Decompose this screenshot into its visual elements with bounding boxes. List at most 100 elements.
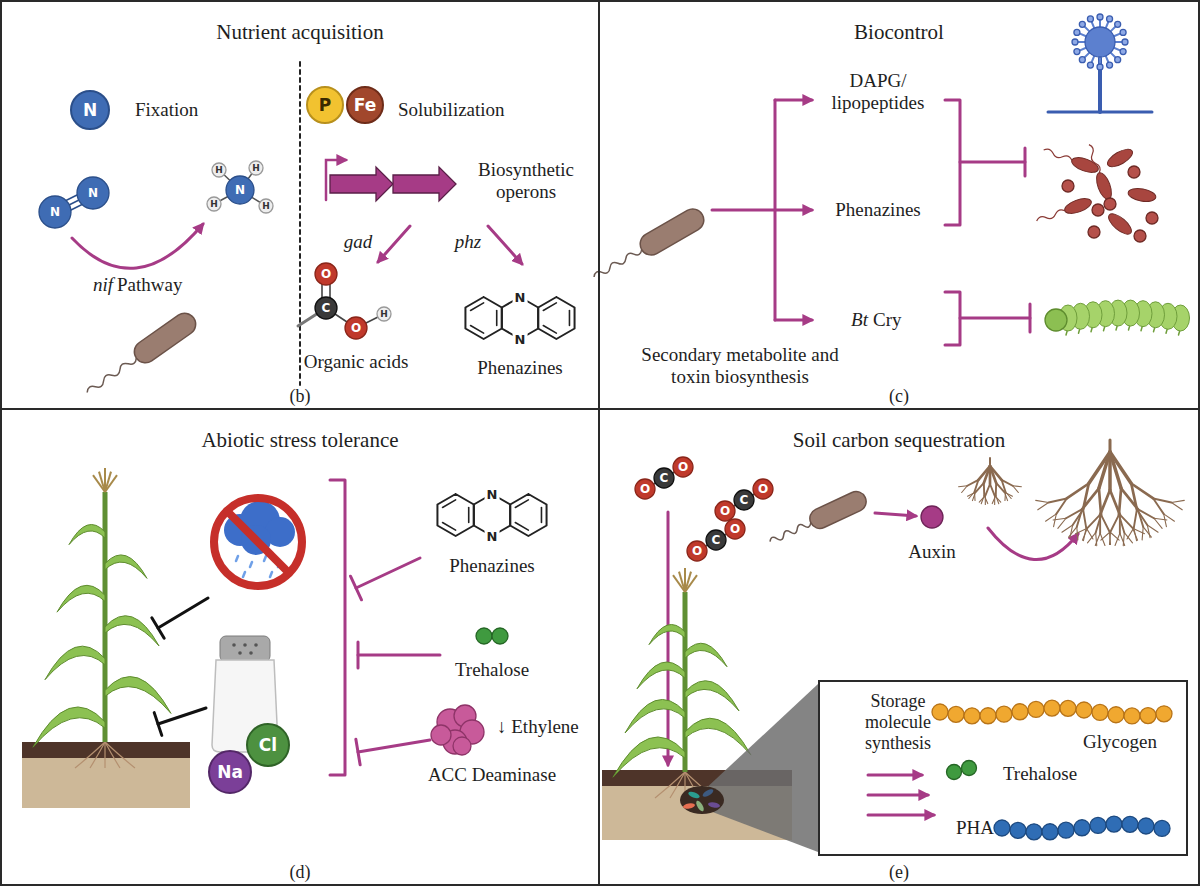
bracket bbox=[945, 292, 960, 345]
double-bond bbox=[543, 326, 556, 334]
monomer bbox=[1060, 700, 1076, 716]
inhibit-line bbox=[158, 598, 208, 628]
tassel bbox=[105, 475, 117, 492]
figure-panel: Soil carbon sequestration(e)Storage mole… bbox=[598, 408, 1200, 886]
carbon-atom bbox=[315, 297, 337, 319]
pathogen-rod bbox=[1070, 155, 1100, 176]
pathogen bbox=[1083, 143, 1114, 202]
double-bond bbox=[496, 310, 498, 325]
compound-label: Phenazines bbox=[477, 357, 562, 379]
phenazine-ring bbox=[538, 297, 574, 339]
root bbox=[1143, 527, 1151, 537]
shaker-hole bbox=[243, 643, 247, 647]
inhibit-bar bbox=[1024, 148, 1027, 176]
root bbox=[1119, 515, 1121, 534]
spore bbox=[1115, 57, 1121, 63]
root bbox=[1111, 515, 1119, 532]
monomer bbox=[1010, 822, 1026, 838]
effect-label: ↓ Ethylene bbox=[497, 716, 579, 738]
atom-symbol: N bbox=[50, 205, 60, 219]
phenazine-ring bbox=[474, 494, 510, 536]
atom-symbol: H bbox=[215, 165, 223, 175]
soil-microbe bbox=[683, 802, 696, 809]
root bbox=[1062, 525, 1073, 532]
flagellum bbox=[769, 520, 812, 544]
root bbox=[1110, 490, 1120, 515]
root bbox=[1171, 500, 1184, 502]
root bbox=[1109, 532, 1110, 545]
hydrogen-atom bbox=[249, 161, 263, 175]
corn-leaf bbox=[45, 646, 105, 680]
inhibit-bar bbox=[154, 713, 162, 736]
root bbox=[1049, 498, 1067, 502]
raindrop bbox=[236, 556, 238, 561]
corn-leaf bbox=[33, 707, 105, 747]
corn-plant bbox=[33, 468, 171, 768]
spore bbox=[1120, 49, 1126, 55]
root bbox=[1005, 492, 1008, 500]
plant-root bbox=[104, 742, 105, 768]
corn-leaf bbox=[613, 737, 685, 777]
atom-symbol: N bbox=[485, 529, 500, 544]
corn-plant bbox=[613, 568, 751, 798]
atom-symbol: N bbox=[235, 183, 245, 197]
root bbox=[990, 484, 995, 496]
trehalose-unit bbox=[947, 765, 962, 780]
corn-leaf bbox=[685, 718, 751, 755]
raindrop bbox=[243, 572, 245, 577]
pathogen-rod bbox=[1094, 171, 1115, 201]
nitrogen-atom bbox=[39, 196, 71, 228]
synthesis-arrow bbox=[868, 794, 928, 797]
oxygen-atom bbox=[715, 501, 735, 521]
bracket bbox=[945, 100, 960, 225]
double-bond bbox=[468, 507, 470, 522]
shaker-cap bbox=[220, 636, 270, 662]
flagellum bbox=[1043, 148, 1073, 163]
nitrogen-atom bbox=[226, 176, 254, 204]
spore bbox=[1115, 21, 1121, 27]
corn-leaf bbox=[69, 524, 105, 544]
atom-symbol: N bbox=[513, 332, 528, 347]
compound-label: Organic acids bbox=[304, 351, 409, 373]
bacterium bbox=[766, 488, 870, 551]
oxygen-atom bbox=[673, 457, 693, 477]
monomer bbox=[1074, 820, 1090, 836]
carbon-atom bbox=[654, 468, 674, 488]
spore bbox=[1120, 29, 1126, 35]
flagellum bbox=[1036, 208, 1066, 223]
gad-arrow bbox=[378, 226, 410, 262]
synthesis-arrow bbox=[868, 814, 934, 817]
corn-leaf bbox=[57, 585, 105, 612]
atom-symbol: O bbox=[758, 482, 768, 496]
gene-arrow bbox=[330, 167, 393, 201]
element-symbol: N bbox=[83, 100, 97, 120]
co2-flux-arrow bbox=[667, 512, 670, 765]
compound-label: Trehalose bbox=[455, 659, 529, 681]
flagellum bbox=[85, 356, 138, 395]
plant-root bbox=[90, 742, 105, 768]
atom-symbol: C bbox=[740, 493, 749, 507]
process-label: Fixation bbox=[135, 99, 198, 121]
double-bond bbox=[543, 303, 556, 311]
root bbox=[1083, 528, 1086, 541]
monomer bbox=[964, 708, 980, 724]
inhibit-line bbox=[960, 317, 1030, 320]
spore bbox=[1072, 39, 1078, 45]
atom-symbol: O bbox=[351, 321, 361, 335]
hydrogen-atom bbox=[259, 199, 273, 213]
atom-symbol: O bbox=[640, 482, 650, 496]
monomer bbox=[1058, 822, 1074, 838]
inhibit-line bbox=[158, 708, 206, 724]
monomer bbox=[994, 820, 1010, 836]
root bbox=[1109, 532, 1119, 541]
monomer bbox=[1140, 708, 1156, 724]
synthesis-arrow bbox=[868, 774, 922, 777]
pathway-line bbox=[712, 209, 775, 212]
plant-root bbox=[655, 772, 685, 798]
oxygen-atom bbox=[635, 479, 655, 499]
figure-panel: Abiotic stress tolerance(d)NaCl bbox=[0, 408, 600, 886]
soil-microbe bbox=[702, 788, 715, 799]
atom-symbol: O bbox=[730, 522, 740, 536]
